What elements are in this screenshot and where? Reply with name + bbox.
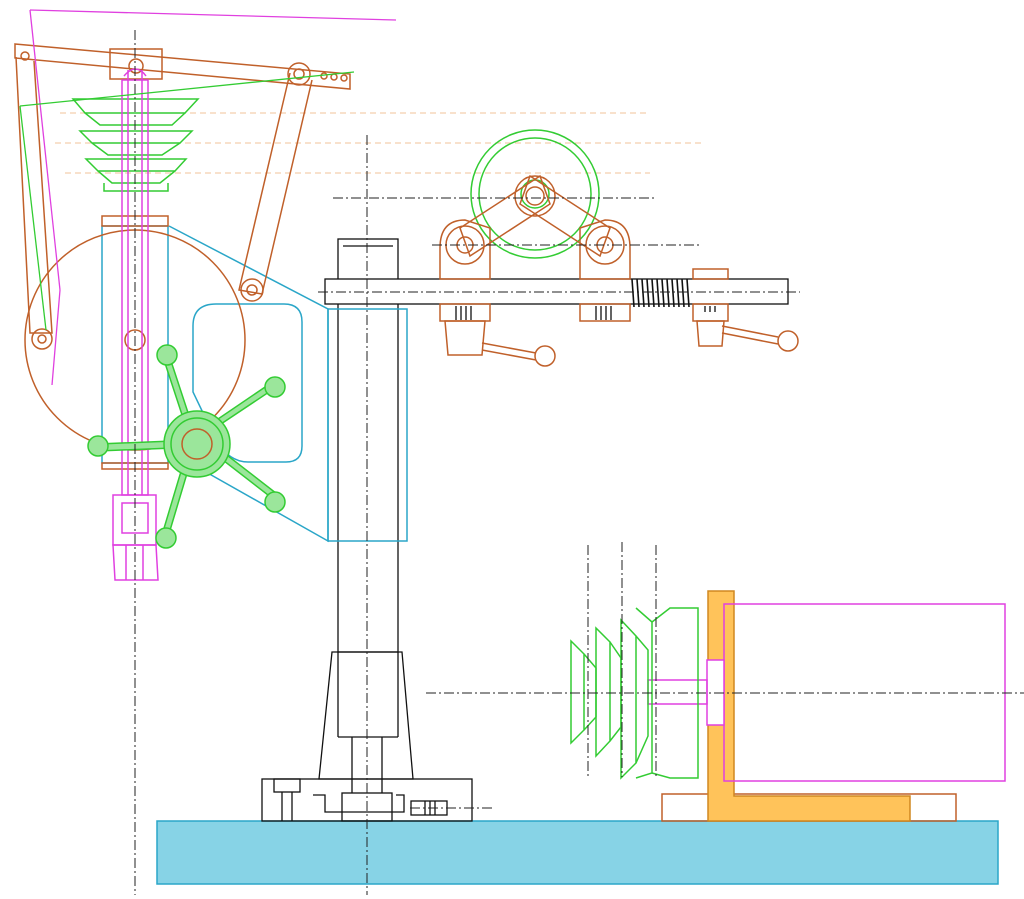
base-bolt-head bbox=[273, 778, 301, 793]
belt-lines bbox=[19, 9, 397, 386]
handwheel-knobs bbox=[87, 344, 286, 549]
compression-spring bbox=[631, 278, 690, 308]
feed-handwheel bbox=[87, 344, 286, 549]
lever-pins bbox=[455, 306, 716, 320]
machine-table bbox=[156, 820, 999, 885]
horizontal-arm bbox=[324, 278, 789, 308]
column bbox=[337, 238, 399, 653]
motor-base bbox=[661, 590, 957, 822]
guide-lines bbox=[55, 112, 705, 174]
column-taper-sleeve bbox=[318, 651, 414, 793]
motor-bracket bbox=[707, 590, 911, 822]
top-lever-linkage bbox=[14, 43, 351, 470]
centerlines bbox=[134, 30, 1024, 895]
lever-hub bbox=[109, 48, 163, 80]
locking-levers bbox=[439, 174, 799, 367]
spindle-step-pulley bbox=[71, 98, 200, 192]
